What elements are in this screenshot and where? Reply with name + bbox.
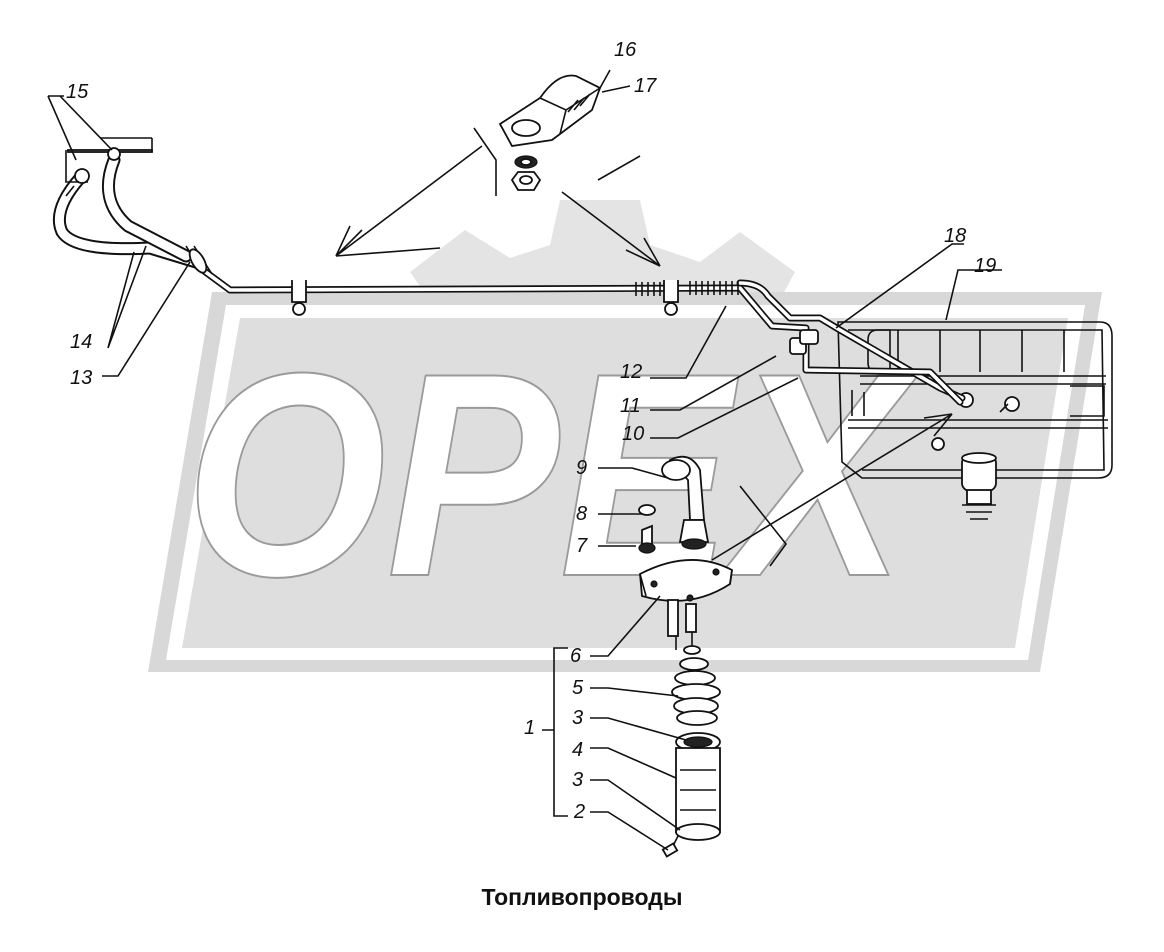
callout-4: 4 — [572, 739, 583, 761]
callout-6: 6 — [570, 645, 582, 667]
callout-18: 18 — [944, 225, 966, 247]
fuel-tank — [837, 321, 1113, 520]
clamp-bracket — [498, 74, 602, 191]
callout-14: 14 — [70, 331, 92, 353]
callout-2: 2 — [573, 801, 585, 823]
watermark-text: OPEX — [185, 313, 918, 637]
callout-9: 9 — [576, 457, 587, 479]
watermark: OPEX — [148, 200, 1102, 672]
callout-16: 16 — [614, 39, 637, 61]
pointer-arrows — [335, 127, 953, 567]
callout-3-upper: 3 — [572, 707, 583, 729]
callout-15: 15 — [66, 81, 89, 103]
hoses — [52, 137, 213, 275]
callout-7: 7 — [576, 535, 588, 557]
callout-19: 19 — [974, 255, 996, 277]
callout-17: 17 — [634, 75, 657, 97]
callout-5: 5 — [572, 677, 584, 699]
callout-11: 11 — [620, 395, 641, 417]
callout-8: 8 — [576, 503, 587, 525]
callout-10: 10 — [622, 423, 644, 445]
fuel-pipes — [188, 258, 966, 406]
callout-12: 12 — [620, 361, 642, 383]
fuel-intake-assembly — [638, 455, 733, 858]
callout-labels: 1 2 3 3 4 5 6 7 8 9 10 11 12 13 14 15 16… — [66, 39, 996, 823]
callout-3-lower: 3 — [572, 769, 583, 791]
leader-lines — [47, 69, 1002, 851]
callout-1: 1 — [524, 717, 535, 739]
callout-13: 13 — [70, 367, 92, 389]
watermark-plate-core — [182, 318, 1068, 648]
figure-caption: Топливопроводы — [481, 884, 683, 910]
